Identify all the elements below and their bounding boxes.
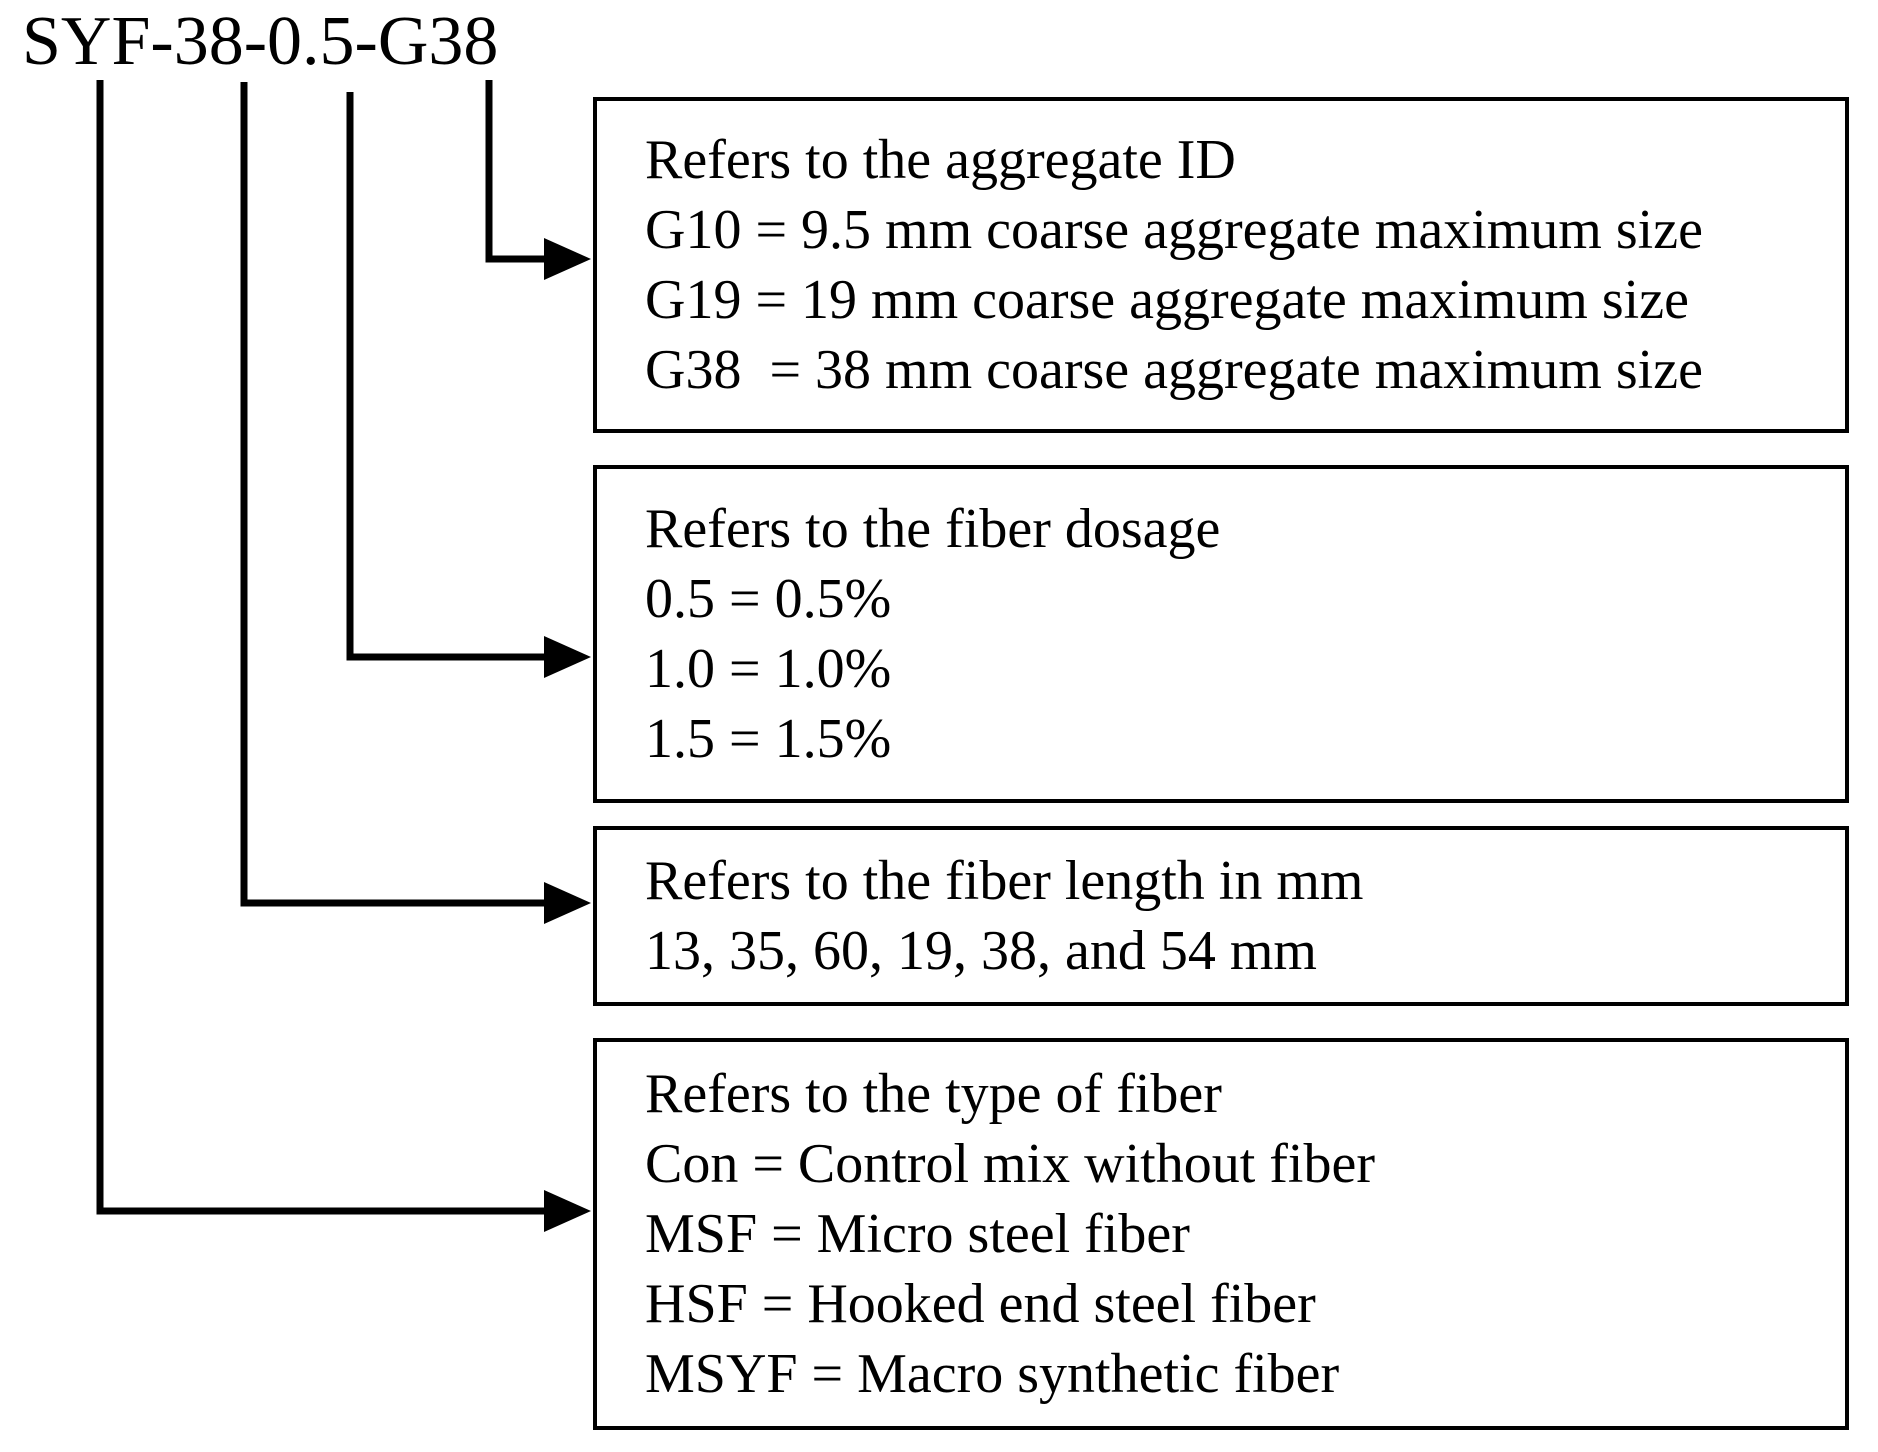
fiber-type-entry: MSYF = Macro synthetic fiber bbox=[645, 1343, 1340, 1405]
fiber-type-entry: MSF = Micro steel fiber bbox=[645, 1203, 1190, 1265]
aggregate-id-entry: G38 = 38 mm coarse aggregate maximum siz… bbox=[645, 339, 1703, 401]
fiber-dosage-heading: Refers to the fiber dosage bbox=[645, 498, 1221, 560]
aggregate-id-entry: G10 = 9.5 mm coarse aggregate maximum si… bbox=[645, 199, 1703, 261]
aggregate-id-box: Refers to the aggregate ID G10 = 9.5 mm … bbox=[593, 97, 1849, 433]
fiber-type-entry: Con = Control mix without fiber bbox=[645, 1133, 1375, 1195]
connector-fiber-type bbox=[96, 80, 591, 1232]
fiber-type-entry: HSF = Hooked end steel fiber bbox=[645, 1273, 1316, 1335]
aggregate-id-heading: Refers to the aggregate ID bbox=[645, 129, 1236, 191]
connector-fiber-dosage bbox=[346, 92, 591, 678]
fiber-length-box: Refers to the fiber length in mm 13, 35,… bbox=[593, 826, 1849, 1006]
aggregate-id-entry: G19 = 19 mm coarse aggregate maximum siz… bbox=[645, 269, 1689, 331]
connector-aggregate-id bbox=[485, 80, 591, 280]
mix-code-label: SYF-38-0.5-G38 bbox=[22, 3, 499, 80]
connector-fiber-length bbox=[240, 82, 591, 924]
fiber-dosage-entry: 0.5 = 0.5% bbox=[645, 568, 892, 630]
fiber-type-box: Refers to the type of fiber Con = Contro… bbox=[593, 1038, 1849, 1430]
fiber-length-entry: 13, 35, 60, 19, 38, and 54 mm bbox=[645, 920, 1317, 982]
fiber-dosage-box: Refers to the fiber dosage 0.5 = 0.5% 1.… bbox=[593, 465, 1849, 803]
fiber-type-heading: Refers to the type of fiber bbox=[645, 1063, 1222, 1125]
fiber-length-heading: Refers to the fiber length in mm bbox=[645, 850, 1364, 912]
fiber-dosage-entry: 1.0 = 1.0% bbox=[645, 638, 892, 700]
fiber-dosage-entry: 1.5 = 1.5% bbox=[645, 708, 892, 770]
